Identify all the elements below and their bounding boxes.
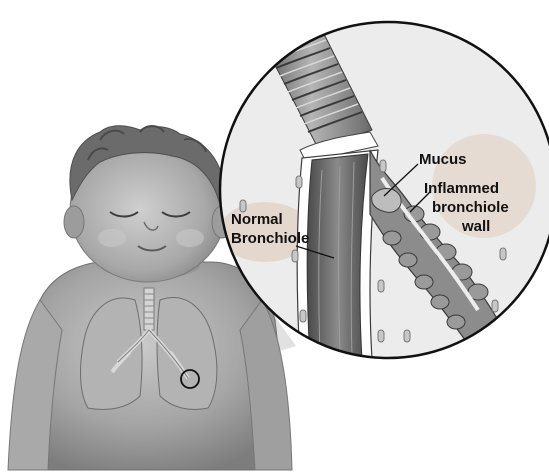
label-inflamed-line1: Inflammed: [424, 180, 499, 197]
label-normal-line2: Bronchiole: [231, 230, 309, 247]
magnified-view: [219, 22, 549, 360]
label-inflamed-line2: bronchiole: [432, 199, 509, 216]
label-normal-line1: Normal: [231, 211, 283, 228]
label-mucus: Mucus: [419, 151, 467, 168]
label-inflamed-line3: wall: [461, 218, 490, 235]
